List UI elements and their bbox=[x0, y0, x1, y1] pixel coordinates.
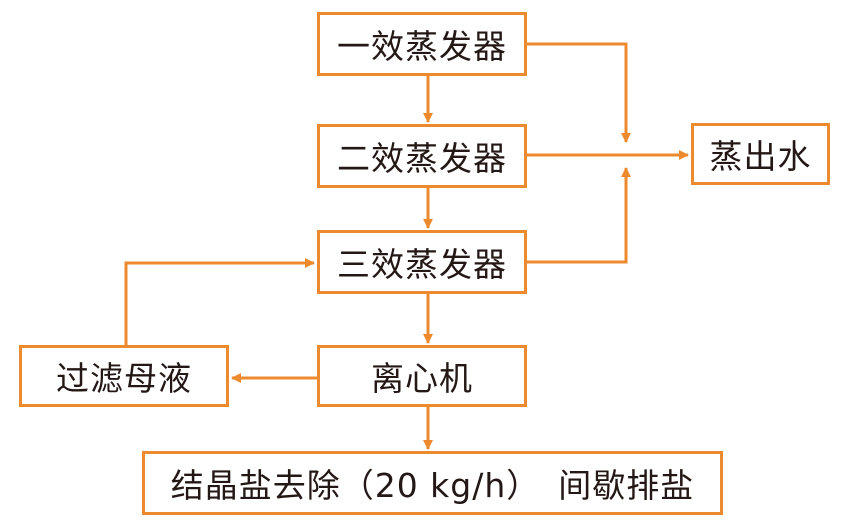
arrow-effect3-to-condensate bbox=[527, 167, 631, 264]
third-effect-evaporator-label: 三效蒸发器 bbox=[337, 245, 507, 284]
crystal-salt-removal-node: 结晶盐去除 （20 kg/h） 间歇排盐 bbox=[142, 451, 723, 515]
centrifuge-label: 离心机 bbox=[371, 359, 473, 398]
salt-removal-rate-label: （20 kg/h） bbox=[340, 466, 541, 505]
condensate-water-node: 蒸出水 bbox=[691, 123, 830, 185]
second-effect-evaporator-node: 二效蒸发器 bbox=[317, 124, 527, 188]
first-effect-evaporator-label: 一效蒸发器 bbox=[337, 27, 507, 66]
filtered-mother-liquor-node: 过滤母液 bbox=[19, 345, 229, 407]
arrow-mother-liquor-to-effect3 bbox=[124, 258, 315, 345]
arrow-effect1-to-condensate bbox=[527, 42, 631, 143]
second-effect-evaporator-label: 二效蒸发器 bbox=[337, 139, 507, 178]
salt-removal-mode-label: 间歇排盐 bbox=[558, 466, 695, 505]
salt-removal-action-label: 结晶盐去除 bbox=[170, 466, 341, 505]
first-effect-evaporator-node: 一效蒸发器 bbox=[317, 12, 527, 76]
condensate-water-label: 蒸出水 bbox=[709, 137, 812, 176]
filtered-mother-liquor-label: 过滤母液 bbox=[56, 359, 192, 398]
third-effect-evaporator-node: 三效蒸发器 bbox=[317, 230, 527, 294]
centrifuge-node: 离心机 bbox=[317, 345, 527, 407]
